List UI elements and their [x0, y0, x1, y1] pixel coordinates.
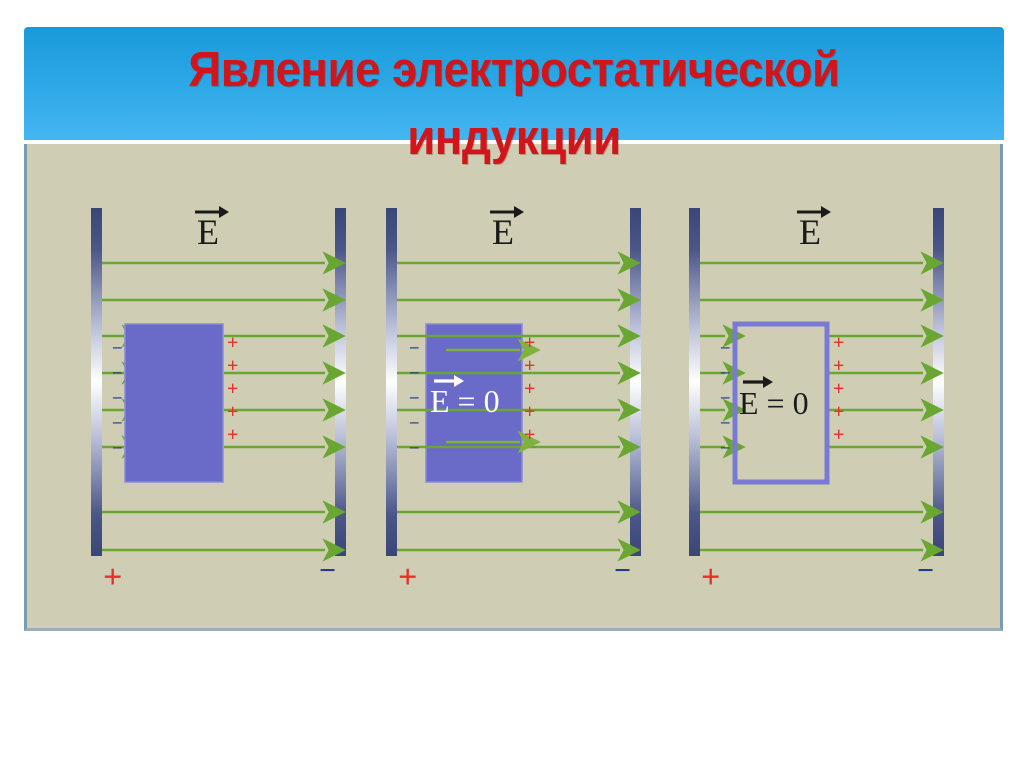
diagram-panel-solid-conductor-zero-field: – – – – – + + + + +	[372, 144, 672, 628]
svg-text:–: –	[112, 337, 122, 356]
field-line-group-right	[829, 324, 944, 459]
field-line-group-left	[700, 324, 746, 459]
svg-text:–: –	[720, 437, 730, 456]
svg-text:–: –	[112, 437, 122, 456]
inner-field-label: E = 0	[739, 376, 809, 421]
plate-left	[91, 208, 102, 556]
svg-text:+: +	[524, 378, 535, 400]
plate-left-sign: +	[103, 559, 122, 596]
svg-text:+: +	[524, 355, 535, 377]
field-line-group-full	[397, 251, 641, 562]
svg-text:–: –	[409, 387, 419, 406]
field-line-group-full	[700, 251, 944, 562]
plate-left	[386, 208, 397, 556]
svg-text:+: +	[833, 378, 844, 400]
plate-right	[630, 208, 641, 556]
plate-left-sign: +	[398, 559, 417, 596]
inner-field-label-text: E = 0	[739, 385, 809, 421]
panel-1-svg: – – – – – + + + + +	[91, 206, 346, 596]
plate-left-sign: +	[701, 559, 720, 596]
svg-text:–: –	[112, 412, 122, 431]
conductor-block	[124, 323, 224, 483]
field-label-E: E	[797, 206, 831, 252]
svg-text:+: +	[833, 424, 844, 446]
plate-right-sign: −	[614, 554, 631, 587]
title-banner	[24, 27, 1004, 140]
negative-charge-group: – – – – –	[720, 337, 730, 456]
plate-right	[933, 208, 944, 556]
field-line-group-right	[224, 324, 346, 459]
svg-text:+: +	[524, 332, 535, 354]
svg-text:–: –	[409, 362, 419, 381]
plate-right-sign: −	[917, 554, 934, 587]
plate-right-sign: −	[319, 554, 336, 587]
field-label-E-text: E	[492, 212, 514, 252]
svg-text:–: –	[409, 337, 419, 356]
svg-text:+: +	[227, 332, 238, 354]
conductor-block	[732, 321, 830, 485]
plate-right	[335, 208, 346, 556]
svg-text:–: –	[409, 437, 419, 456]
field-label-E-text: E	[799, 212, 821, 252]
svg-text:+: +	[833, 332, 844, 354]
plate-left	[689, 208, 700, 556]
field-line-group-left	[102, 324, 145, 459]
svg-text:+: +	[227, 424, 238, 446]
diagram-panel-solid-conductor-in-field: – – – – – + + + + +	[69, 144, 369, 628]
svg-text:–: –	[720, 387, 730, 406]
svg-text:+: +	[227, 378, 238, 400]
field-label-E-text: E	[197, 212, 219, 252]
svg-text:–: –	[720, 362, 730, 381]
field-label-E: E	[195, 206, 229, 252]
svg-text:–: –	[720, 412, 730, 431]
positive-charge-group: + + + + +	[524, 332, 535, 446]
internal-arrow-group	[446, 338, 541, 454]
negative-charge-group: – – – – –	[112, 337, 122, 456]
diagram-panel-hollow-conductor-shielding: – – – – – + + + + + E = 0	[667, 144, 967, 628]
svg-text:+: +	[227, 355, 238, 377]
inner-field-label: E = 0	[430, 375, 500, 419]
svg-text:+: +	[524, 401, 535, 423]
inner-field-label-text: E = 0	[430, 383, 500, 419]
svg-text:+: +	[524, 424, 535, 446]
svg-text:+: +	[833, 401, 844, 423]
panel-2-svg: – – – – – + + + + +	[386, 206, 641, 596]
field-line-group-full	[102, 251, 346, 562]
panel-3-svg: – – – – – + + + + + E = 0	[689, 206, 944, 596]
svg-text:–: –	[112, 387, 122, 406]
svg-text:–: –	[409, 412, 419, 431]
diagram-canvas: – – – – – + + + + +	[24, 144, 1003, 631]
svg-text:+: +	[833, 355, 844, 377]
svg-text:–: –	[112, 362, 122, 381]
positive-charge-group: + + + + +	[227, 332, 238, 446]
field-label-E: E	[490, 206, 524, 252]
svg-text:+: +	[227, 401, 238, 423]
negative-charge-group: – – – – –	[409, 337, 419, 456]
positive-charge-group: + + + + +	[833, 332, 844, 446]
svg-text:–: –	[720, 337, 730, 356]
